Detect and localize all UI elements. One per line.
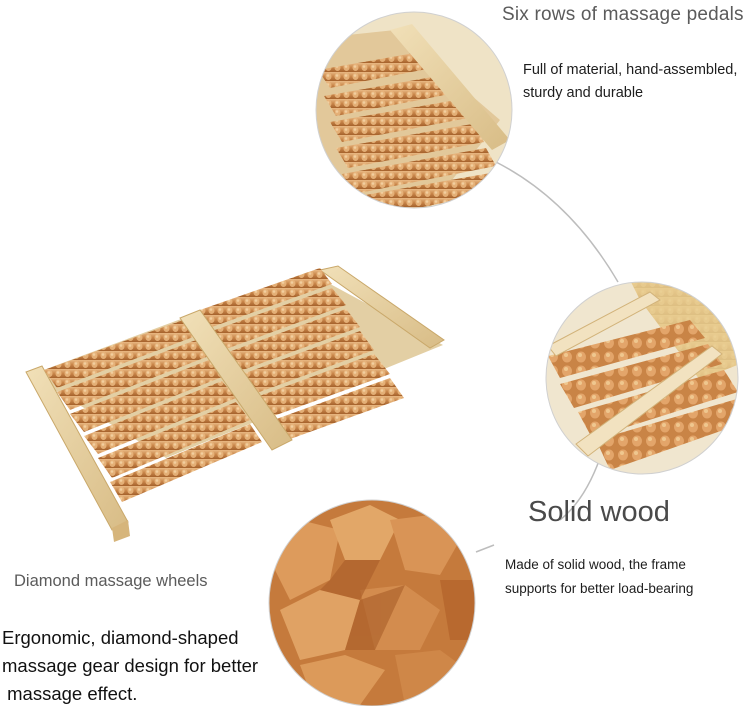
wheels-callout-line-1: Ergonomic, diamond-shaped [2, 627, 239, 648]
wheels-callout-description: Ergonomic, diamond-shaped massage gear d… [2, 624, 272, 708]
rows-callout-line-1: Full of material, hand-assembled, [523, 62, 738, 78]
rows-callout-description: Full of material, hand-assembled, sturdy… [523, 59, 751, 105]
closeup-diamond-wheel-circle [268, 499, 476, 706]
connector-lines [475, 161, 619, 553]
wheels-callout-line-2: massage gear design for better [2, 655, 259, 676]
rows-callout-line-2: sturdy and durable [523, 85, 644, 101]
rows-callout-title: Six rows of massage pedals [502, 4, 744, 25]
wood-callout-line-2: supports for better load-bearing [505, 581, 694, 596]
closeup-wood-circle [545, 281, 739, 475]
closeup-rows-circle [315, 11, 513, 209]
foot-massager-product [25, 265, 445, 542]
wood-callout-description: Made of solid wood, the frame supports f… [505, 553, 750, 601]
wood-callout-title: Solid wood [528, 496, 670, 528]
wood-callout-line-1: Made of solid wood, the frame [505, 557, 686, 572]
wheels-callout-title: Diamond massage wheels [14, 572, 208, 590]
wheels-callout-line-3: massage effect. [2, 683, 138, 704]
